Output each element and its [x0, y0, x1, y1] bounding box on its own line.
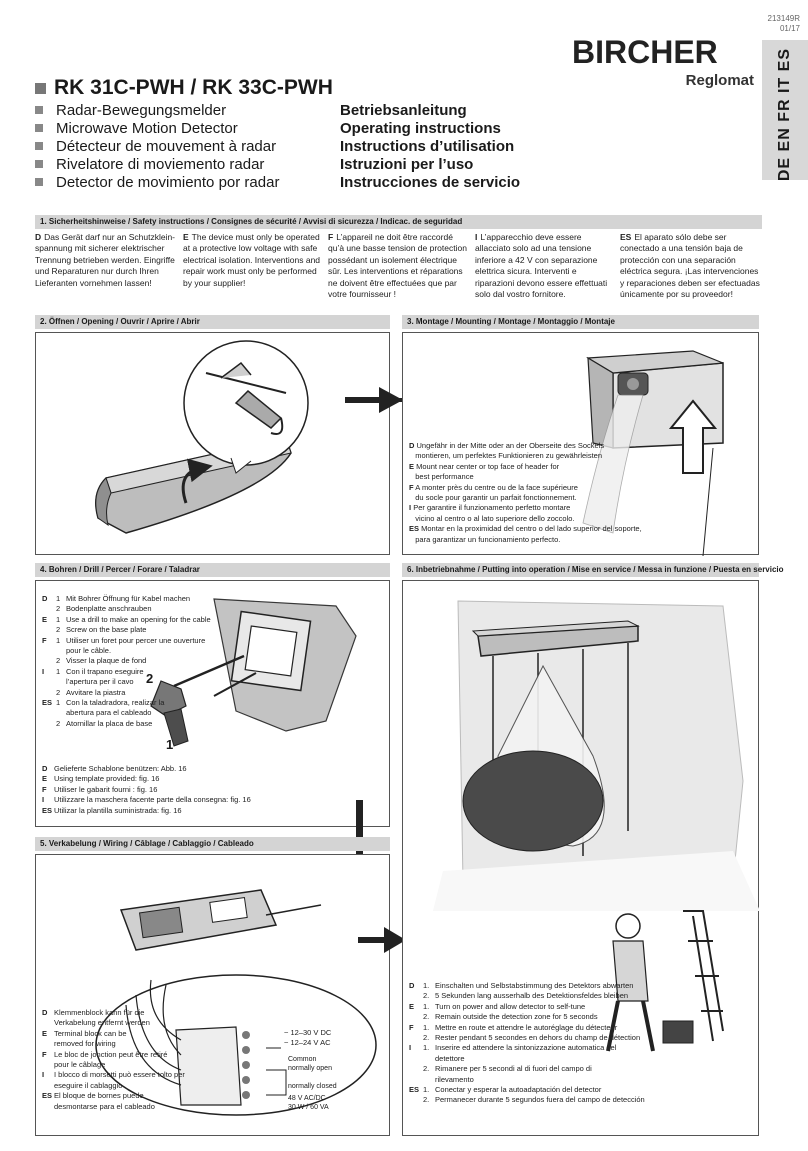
- opening-illustration: [95, 340, 406, 534]
- title-bullet-icon: [35, 83, 46, 94]
- doc-type-item: Instrucciones de servicio: [340, 174, 521, 191]
- section-5-heading: 5. Verkabelung / Wiring / Câblage / Cabl…: [35, 837, 390, 851]
- doc-number-date: 01/17: [779, 24, 800, 33]
- doc-number-code: 213149R: [767, 14, 800, 23]
- section-2-heading: 2. Öffnen / Opening / Ouvrir / Aprire / …: [35, 315, 390, 329]
- product-name-item: Détecteur de mouvement à radar: [35, 138, 279, 156]
- arrow-right-icon: [358, 927, 406, 953]
- relay-labels: Common normally open normally closed 48 …: [288, 1055, 337, 1112]
- mounting-instructions: D Ungefähr in der Mitte oder an der Ober…: [409, 441, 642, 544]
- square-bullet-icon: [35, 142, 43, 150]
- wiring-illustration: [95, 889, 377, 1116]
- callout-1: 1: [166, 737, 174, 752]
- section-6-heading: 6. Inbetriebnahme / Putting into operati…: [402, 563, 784, 577]
- section-3-heading: 3. Montage / Mounting / Montage / Montag…: [402, 315, 759, 329]
- voltage-ac-label: ~ 12–24 V AC: [284, 1038, 331, 1047]
- section-4-heading: 4. Bohren / Drill / Percer / Forare / Ta…: [35, 563, 390, 577]
- brand-subtitle: Reglomat: [685, 72, 754, 89]
- operation-illustration: [433, 600, 760, 1052]
- square-bullet-icon: [35, 178, 43, 186]
- callout-2: 2: [146, 671, 154, 686]
- arrow-right-icon: [345, 387, 403, 413]
- common-label: Common: [288, 1056, 317, 1063]
- opening-panel: [35, 332, 406, 555]
- voltage-dc-label: ~ 12–30 V DC: [284, 1028, 332, 1037]
- relay-power-label: 30 W / 60 VA: [288, 1104, 329, 1111]
- power-labels: ~ 12–30 V DC ~ 12–24 V AC: [284, 1028, 331, 1048]
- mounting-illustration: [582, 350, 724, 557]
- product-name-list: Radar-Bewegungsmelder Microwave Motion D…: [35, 102, 279, 192]
- product-name-item: Radar-Bewegungsmelder: [35, 102, 279, 120]
- document-number: 213149R 01/17: [768, 14, 800, 34]
- doc-type-item: Operating instructions: [340, 120, 501, 137]
- doc-type-item: Istruzioni per l’uso: [340, 156, 474, 173]
- product-name-item: Microwave Motion Detector: [35, 120, 279, 138]
- product-name-item: Rivelatore di moviemento radar: [35, 156, 279, 174]
- drilling-illustration: [150, 598, 357, 747]
- square-bullet-icon: [35, 160, 43, 168]
- product-title: RK 31C-PWH / RK 33C-PWH: [35, 76, 333, 100]
- normally-closed-label: normally closed: [288, 1083, 337, 1090]
- document-type-list: Betriebsanleitung Operating instructions…: [340, 102, 520, 192]
- section-1-heading: 1. Sicherheitshinweise / Safety instruct…: [35, 215, 762, 229]
- relay-voltage-label: 48 V AC/DC: [288, 1095, 326, 1102]
- bircher-logo: BIRCHER: [572, 34, 718, 70]
- language-list: DE EN FR IT ES: [776, 48, 793, 182]
- product-name-item: Detector de movimiento por radar: [35, 174, 279, 192]
- mounting-panel: D Ungefähr in der Mitte oder an der Ober…: [402, 332, 759, 557]
- normally-open-label: normally open: [288, 1065, 332, 1072]
- title-text: RK 31C-PWH / RK 33C-PWH: [54, 76, 333, 99]
- square-bullet-icon: [35, 106, 43, 114]
- brand-name: BIRCHER: [572, 34, 718, 70]
- doc-type-item: Betriebsanleitung: [340, 102, 467, 119]
- doc-type-item: Instructions d’utilisation: [340, 138, 515, 155]
- square-bullet-icon: [35, 124, 43, 132]
- wiring-panel: ~ 12–30 V DC ~ 12–24 V AC Common normall…: [35, 854, 390, 1136]
- language-tab: DE EN FR IT ES: [762, 40, 808, 182]
